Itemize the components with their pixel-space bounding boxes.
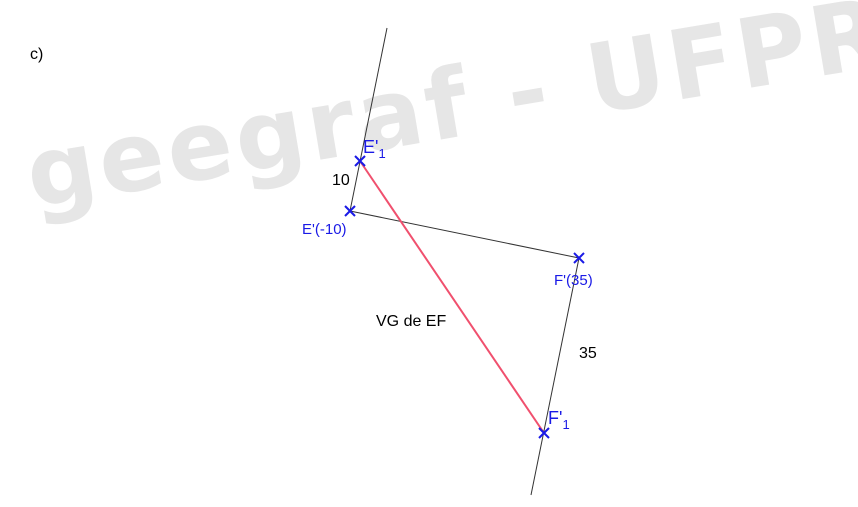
- point-e-marker: [344, 205, 356, 217]
- point-f1-name: F': [548, 408, 563, 428]
- point-f-label: F'(35): [554, 272, 593, 289]
- point-f1-sub: 1: [562, 417, 570, 432]
- dimension-e-offset: 10: [332, 172, 350, 189]
- point-f-marker: [573, 252, 585, 264]
- line-e-perpendicular: [349, 27, 388, 212]
- point-e-label: E'(-10): [302, 221, 347, 238]
- vg-label: VG de EF: [376, 313, 447, 330]
- point-f1-marker: [538, 427, 550, 439]
- line-ef-projection: [349, 210, 580, 259]
- point-e1-sub: 1: [378, 146, 386, 161]
- point-f1-label: F'1: [548, 408, 570, 432]
- point-e1-name: E': [363, 137, 379, 157]
- line-f-perpendicular: [530, 257, 580, 496]
- dimension-f-offset: 35: [579, 345, 597, 362]
- point-e1-label: E'1: [363, 137, 386, 161]
- point-e1-marker: [354, 155, 366, 167]
- true-length-segment: [359, 160, 545, 434]
- part-label: c): [30, 46, 44, 63]
